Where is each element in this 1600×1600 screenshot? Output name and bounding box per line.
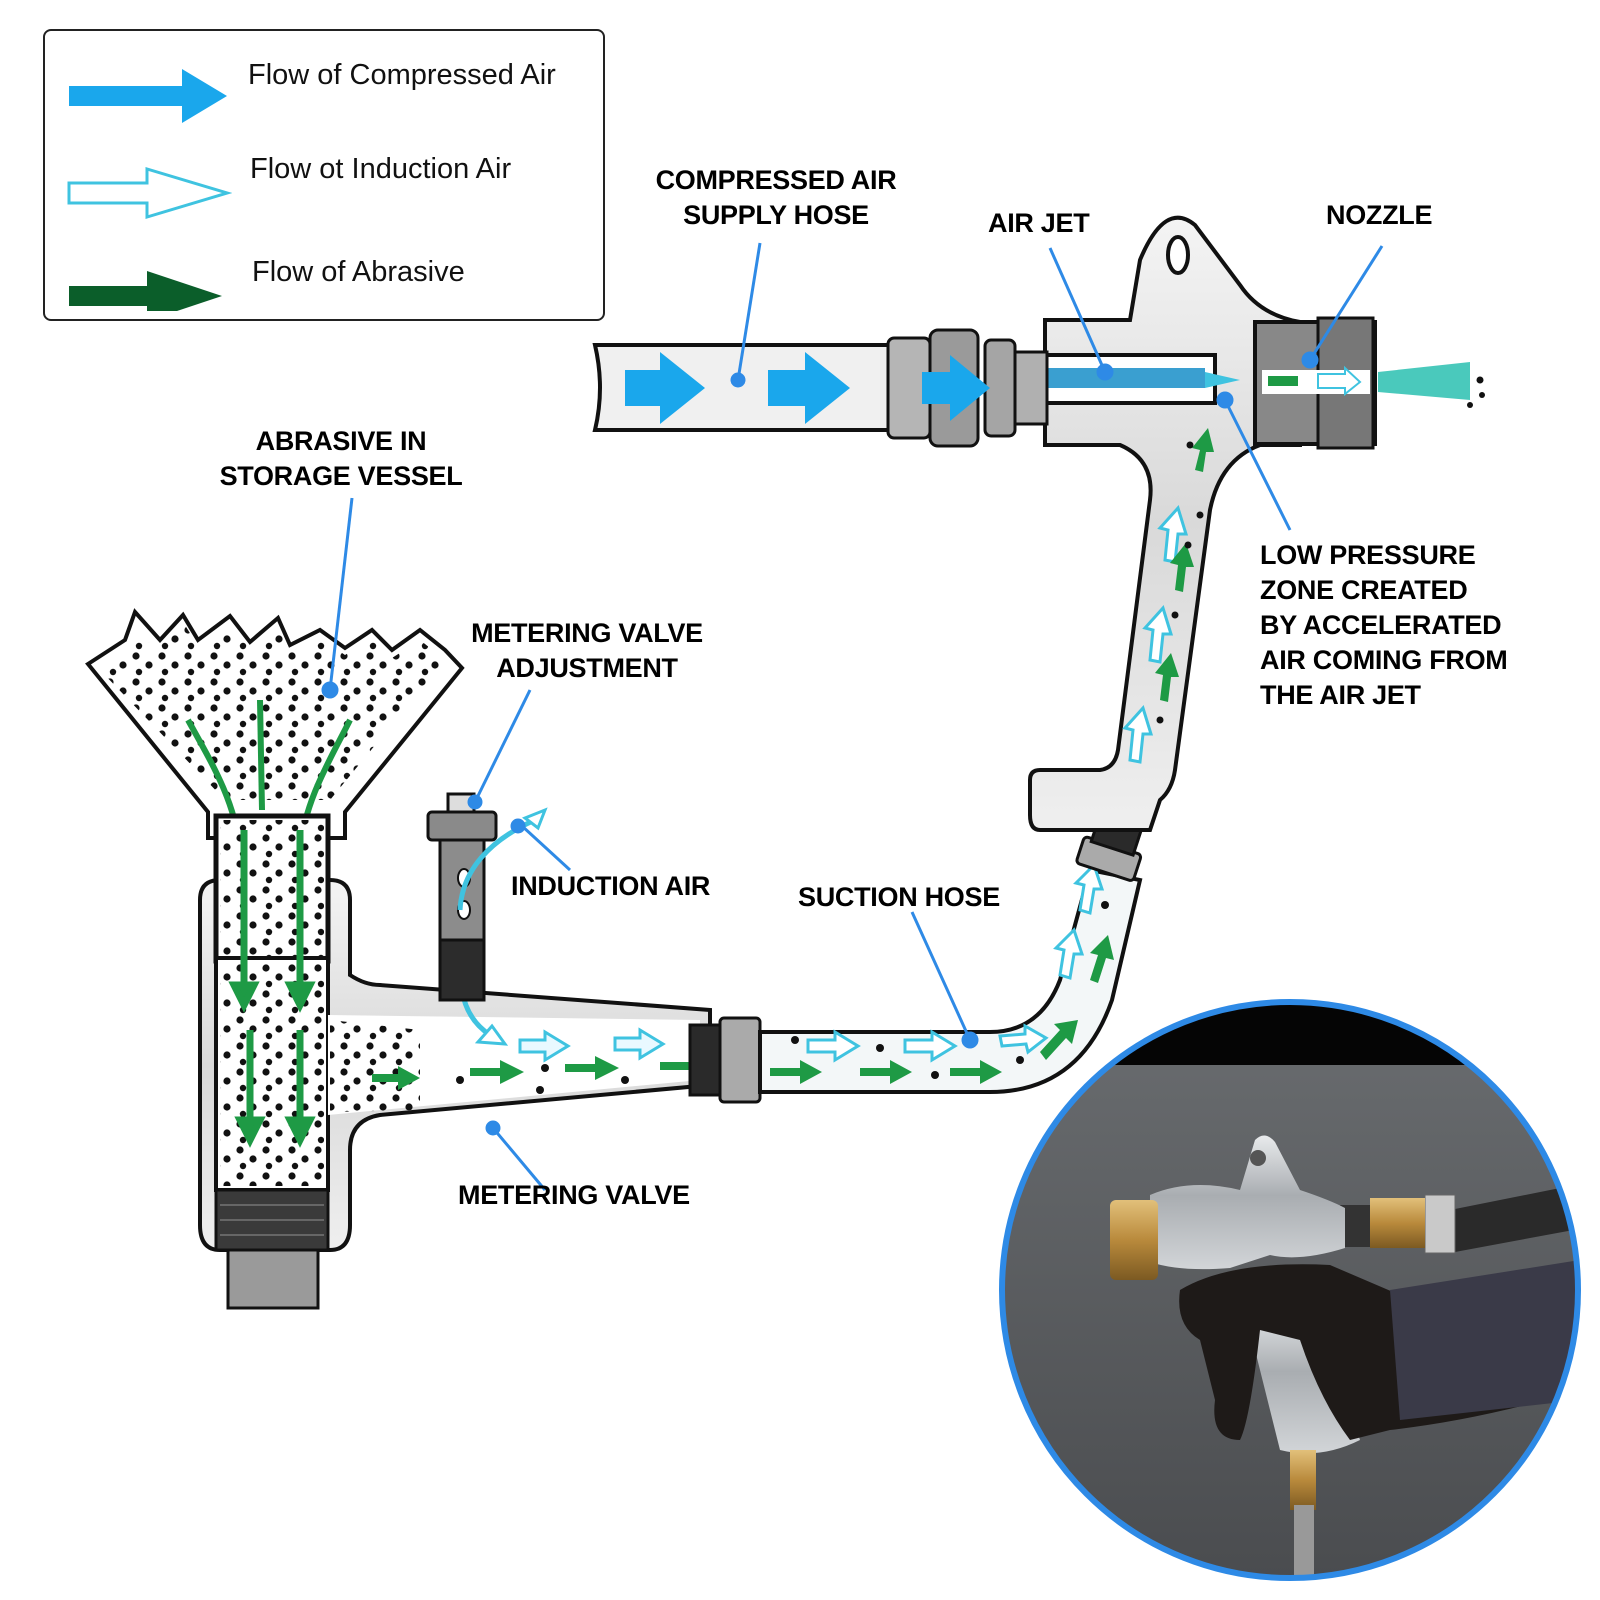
label-metering-valve-adjustment: METERING VALVE ADJUSTMENT xyxy=(452,616,722,686)
abrasive-arrow-icon xyxy=(69,271,222,311)
label-line: BY ACCELERATED xyxy=(1260,610,1502,640)
legend-label-compressed-air: Flow of Compressed Air xyxy=(248,59,556,91)
metering-valve-body xyxy=(198,813,712,1310)
leader-lines xyxy=(321,242,1384,1191)
induction-air-arrow-icon xyxy=(67,166,232,220)
legend-label-induction-air: Flow ot Induction Air xyxy=(250,153,512,185)
label-nozzle: NOZZLE xyxy=(1326,200,1433,230)
gun-body xyxy=(1028,215,1485,832)
label-induction-air: INDUCTION AIR xyxy=(511,871,711,901)
label-line: COMPRESSED AIR xyxy=(655,165,897,195)
label-line: SUPPLY HOSE xyxy=(683,200,869,230)
label-line: METERING VALVE xyxy=(471,618,703,648)
label-line: ADJUSTMENT xyxy=(496,653,678,683)
photo-inset xyxy=(999,999,1581,1581)
legend: Flow of Compressed Air Flow ot Induction… xyxy=(43,29,605,321)
label-air-jet: AIR JET xyxy=(988,208,1090,238)
label-line: AIR COMING FROM xyxy=(1260,645,1508,675)
storage-vessel xyxy=(85,608,465,851)
legend-arrows xyxy=(67,69,232,311)
compressed-air-arrow-icon xyxy=(69,69,227,123)
label-line: ZONE CREATED xyxy=(1260,575,1468,605)
compressed-air-supply-hose xyxy=(592,328,1049,448)
label-abrasive-in-storage-vessel: ABRASIVE IN STORAGE VESSEL xyxy=(198,424,484,494)
label-low-pressure-zone: LOW PRESSURE ZONE CREATED BY ACCELERATED… xyxy=(1260,538,1508,713)
label-suction-hose: SUCTION HOSE xyxy=(798,882,1000,912)
suction-hose xyxy=(688,784,1153,1104)
label-line: THE AIR JET xyxy=(1260,680,1421,710)
label-compressed-air-supply-hose: COMPRESSED AIR SUPPLY HOSE xyxy=(636,163,916,233)
label-line: STORAGE VESSEL xyxy=(219,461,463,491)
legend-label-abrasive: Flow of Abrasive xyxy=(252,256,465,288)
label-metering-valve: METERING VALVE xyxy=(458,1180,690,1210)
label-line: ABRASIVE IN xyxy=(255,426,427,456)
label-line: LOW PRESSURE xyxy=(1260,540,1476,570)
